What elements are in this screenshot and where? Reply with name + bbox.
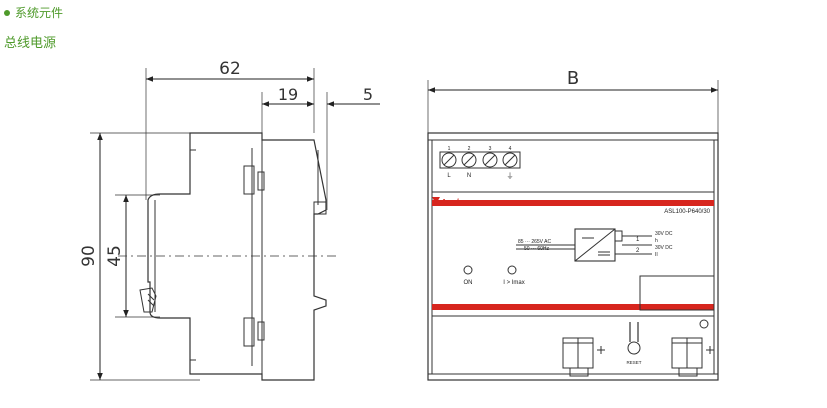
input-rating-voltage: 85 ··· 265V AC <box>518 239 551 245</box>
terminal-num: 4 <box>509 146 512 152</box>
output-rating: 30V DC <box>655 245 673 251</box>
output-num: 2 <box>636 248 640 254</box>
output-num: 1 <box>636 237 640 243</box>
breadcrumb: 系统元件 <box>4 4 63 21</box>
on-indicator-label: ON <box>464 280 473 286</box>
dim-mid-depth: 19 <box>278 85 298 104</box>
terminal-num: 1 <box>448 146 451 152</box>
overload-indicator-label: I > Imax <box>503 280 525 286</box>
model-number: ASL100-P640/30 <box>664 209 710 215</box>
ground-icon: ⏚ <box>507 172 514 180</box>
terminal-num: 2 <box>468 146 471 152</box>
terminal-label: N <box>467 173 471 179</box>
front-view <box>427 80 719 381</box>
output-rating-sub: II <box>655 252 658 258</box>
terminal-label: L <box>447 173 451 179</box>
brand-name: Acrel <box>440 199 460 206</box>
dim-height: 90 <box>79 245 99 267</box>
top-terminals <box>439 151 521 169</box>
bullet-icon <box>4 9 10 16</box>
dim-total-depth: 62 <box>219 59 241 79</box>
reset-label: RESET <box>626 360 641 365</box>
brand-logo-icon <box>432 197 440 204</box>
output-rating: 30V DC <box>655 231 673 237</box>
dim-width: B <box>567 68 579 89</box>
terminal-num: 3 <box>489 146 492 152</box>
breadcrumb-label: 系统元件 <box>15 6 64 20</box>
dim-rail-height: 45 <box>105 245 125 267</box>
dim-front-depth: 5 <box>363 85 373 104</box>
output-rating-sub: h <box>655 238 658 244</box>
section-title: 总线电源 <box>4 35 57 50</box>
input-rating-frequency: 50 ··· 60Hz <box>524 246 550 252</box>
side-view <box>90 68 380 381</box>
